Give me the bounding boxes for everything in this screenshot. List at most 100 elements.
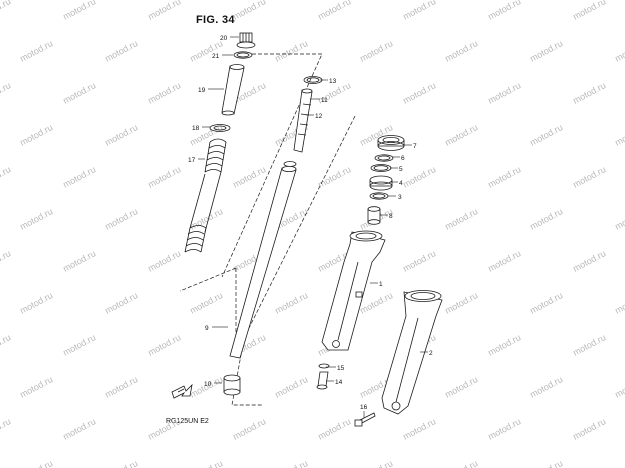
watermark-text: motod.ru [18, 374, 54, 400]
part-damper-rod [283, 88, 313, 167]
watermark-text: motod.ru [571, 80, 607, 106]
watermark-text: motod.ru [0, 332, 12, 358]
watermark-text: motod.ru [613, 290, 625, 316]
figure-title: FIG. 34 [196, 14, 235, 26]
watermark-text: motod.ru [231, 416, 267, 442]
callout-10: 10 [204, 381, 212, 388]
watermark-text: motod.ru [103, 206, 139, 232]
watermark-text: motod.ru [613, 122, 625, 148]
watermark-text: motod.ru [18, 122, 54, 148]
callout-5: 5 [399, 166, 403, 173]
watermark-text: motod.ru [613, 206, 625, 232]
part-bushing [223, 374, 241, 396]
watermark-text: motod.ru [103, 38, 139, 64]
callout-17: 17 [188, 157, 196, 164]
watermark-text: motod.ru [358, 38, 394, 64]
part-gasket [318, 363, 330, 369]
watermark-text: motod.ru [401, 164, 437, 190]
callout-1: 1 [379, 281, 383, 288]
watermark-text: motod.ru [103, 122, 139, 148]
watermark-text: motod.ru [146, 248, 182, 274]
watermark-text: motod.ru [486, 80, 522, 106]
watermark-text: motod.ru [18, 458, 54, 468]
part-fork-spring [184, 138, 227, 253]
callout-13: 13 [329, 78, 337, 85]
watermark-text: motod.ru [0, 0, 12, 22]
watermark-text: motod.ru [443, 374, 479, 400]
part-spring-seat [209, 124, 231, 132]
watermark-text: motod.ru [231, 0, 267, 22]
part-outer-tube-right [321, 230, 386, 351]
watermark-text: motod.ru [401, 0, 437, 22]
watermark-text: motod.ru [401, 416, 437, 442]
watermark-text: motod.ru [486, 248, 522, 274]
watermark-text: motod.ru [443, 206, 479, 232]
callout-14: 14 [335, 379, 343, 386]
watermark-text: motod.ru [61, 80, 97, 106]
watermark-text: motod.ru [231, 164, 267, 190]
watermark-text: motod.ru [443, 38, 479, 64]
callout-8: 8 [389, 213, 393, 220]
watermark-text: motod.ru [188, 458, 224, 468]
watermark-text: motod.ru [0, 80, 12, 106]
watermark-text: motod.ru [571, 0, 607, 22]
part-pinch-bolt [354, 412, 376, 427]
watermark-text: motod.ru [103, 458, 139, 468]
watermark-text: motod.ru [401, 248, 437, 274]
watermark-text: motod.ru [571, 416, 607, 442]
part-outer-tube-left [381, 290, 443, 415]
watermark-text: motod.ru [528, 122, 564, 148]
watermark-text: motod.ru [18, 206, 54, 232]
watermark-text: motod.ru [486, 416, 522, 442]
watermark-text: motod.ru [443, 122, 479, 148]
callout-20: 20 [220, 35, 228, 42]
watermark-text: motod.ru [0, 416, 12, 442]
watermark-text: motod.ru [316, 0, 352, 22]
watermark-text: motod.ru [358, 458, 394, 468]
part-snap-ring [303, 76, 323, 84]
watermark-text: motod.ru [0, 248, 12, 274]
watermark-text: motod.ru [146, 164, 182, 190]
callout-6: 6 [401, 155, 405, 162]
watermark-text: motod.ru [61, 248, 97, 274]
watermark-text: motod.ru [18, 290, 54, 316]
part-oil-lock [367, 206, 381, 225]
watermark-text: motod.ru [61, 416, 97, 442]
watermark-text: motod.ru [613, 374, 625, 400]
model-code: RG125UN E2 [166, 418, 209, 425]
callout-7: 7 [413, 143, 417, 150]
callout-labels: 1 2 3 4 5 6 7 8 9 10 11 12 13 14 15 16 1… [188, 35, 433, 411]
watermark-text: motod.ru [146, 416, 182, 442]
watermark-text: motod.ru [528, 38, 564, 64]
callout-18: 18 [192, 125, 200, 132]
watermark-text: motod.ru [528, 290, 564, 316]
callout-19: 19 [198, 87, 206, 94]
callout-3: 3 [398, 194, 402, 201]
part-spacer-tube [221, 64, 245, 116]
watermark-text: motod.ru [486, 164, 522, 190]
watermark-text: motod.ru [571, 248, 607, 274]
watermark-text: motod.ru [273, 38, 309, 64]
part-inner-tube [229, 165, 297, 359]
watermark-text: motod.ru [146, 332, 182, 358]
watermark-text: motod.ru [571, 332, 607, 358]
callout-12: 12 [315, 113, 323, 120]
callout-11: 11 [321, 97, 328, 104]
watermark-text: motod.ru [146, 0, 182, 22]
watermark-text: motod.ru [401, 80, 437, 106]
watermark-text: motod.ru [273, 458, 309, 468]
callout-15: 15 [337, 365, 345, 372]
part-seal-stack [369, 135, 405, 200]
watermark-text: motod.ru [273, 290, 309, 316]
watermark-text: motod.ru [188, 290, 224, 316]
watermark-text: motod.ru [61, 164, 97, 190]
callout-2: 2 [429, 350, 433, 357]
watermark-text: motod.ru [61, 0, 97, 22]
watermark-text: motod.ru [486, 0, 522, 22]
watermark-text: motod.ru [613, 458, 625, 468]
watermark-text: motod.ru [61, 332, 97, 358]
callout-4: 4 [399, 180, 403, 187]
watermark-text: motod.ru [528, 374, 564, 400]
watermark-text: motod.ru [528, 206, 564, 232]
watermark-text: motod.ru [528, 458, 564, 468]
